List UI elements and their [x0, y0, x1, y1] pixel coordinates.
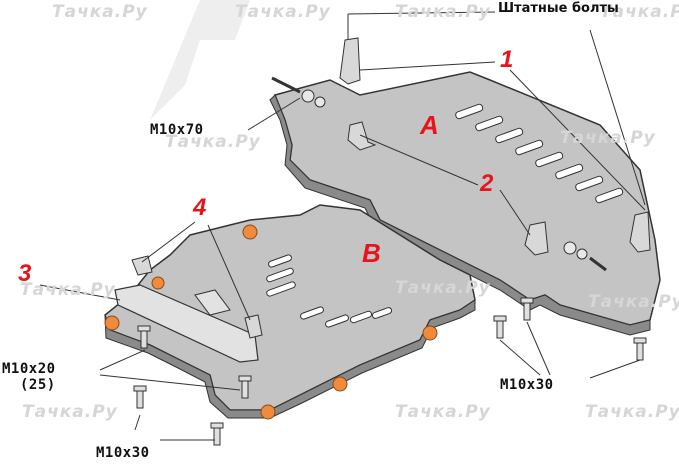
watermark: Тачка.Ру: [20, 280, 116, 300]
bolt-right-long: [563, 241, 607, 272]
bolt-m10x70: [271, 76, 326, 108]
watermark: Тачка.Ру: [165, 132, 261, 152]
vertical-bolts: [133, 297, 647, 446]
watermark: Тачка.Ру: [235, 2, 331, 22]
stock-bolts-label: Штатные болты: [498, 1, 619, 16]
watermark: Тачка.Ру: [52, 2, 148, 22]
watermark: Тачка.Ру: [395, 402, 491, 422]
part-number-4: 4: [193, 194, 207, 221]
watermark: Тачка.Ру: [600, 2, 679, 22]
bolt-label-m10x30-right: M10x30: [500, 377, 554, 393]
skid-plate-a: [269, 71, 661, 336]
part-number-2: 2: [480, 170, 494, 197]
bolt-label-m10x70: M10x70: [150, 122, 204, 138]
watermark: Тачка.Ру: [585, 402, 679, 422]
orange-mount-pads: [104, 224, 438, 420]
pad: [422, 325, 438, 341]
brackets-a: [131, 37, 651, 339]
watermark: Тачка.Ру: [395, 2, 491, 22]
skid-plate-b: [104, 204, 476, 419]
pad: [242, 224, 258, 240]
bolt-label-m10x20: M10x20: [2, 361, 56, 377]
bracket-3: [114, 284, 259, 363]
watermark: Тачка.Ру: [395, 278, 491, 298]
watermark: Тачка.Ру: [560, 128, 656, 148]
plate-b-slots: [266, 254, 393, 328]
plate-a-slots: [455, 103, 624, 204]
part-number-1: 1: [500, 46, 514, 73]
pad: [104, 315, 120, 331]
plate-label-b: B: [362, 238, 381, 268]
plate-label-a: A: [420, 110, 439, 140]
pad: [260, 404, 276, 420]
watermark: Тачка.Ру: [22, 402, 118, 422]
part-number-3: 3: [18, 260, 32, 287]
watermark: Тачка.Ру: [588, 292, 679, 312]
pad: [151, 276, 165, 290]
pad: [332, 376, 348, 392]
leader-lines: [39, 11, 646, 441]
bolt-label-m10x30-left: M10x30: [96, 445, 150, 461]
bolt-label-m10x20-alt: (25): [20, 377, 56, 393]
